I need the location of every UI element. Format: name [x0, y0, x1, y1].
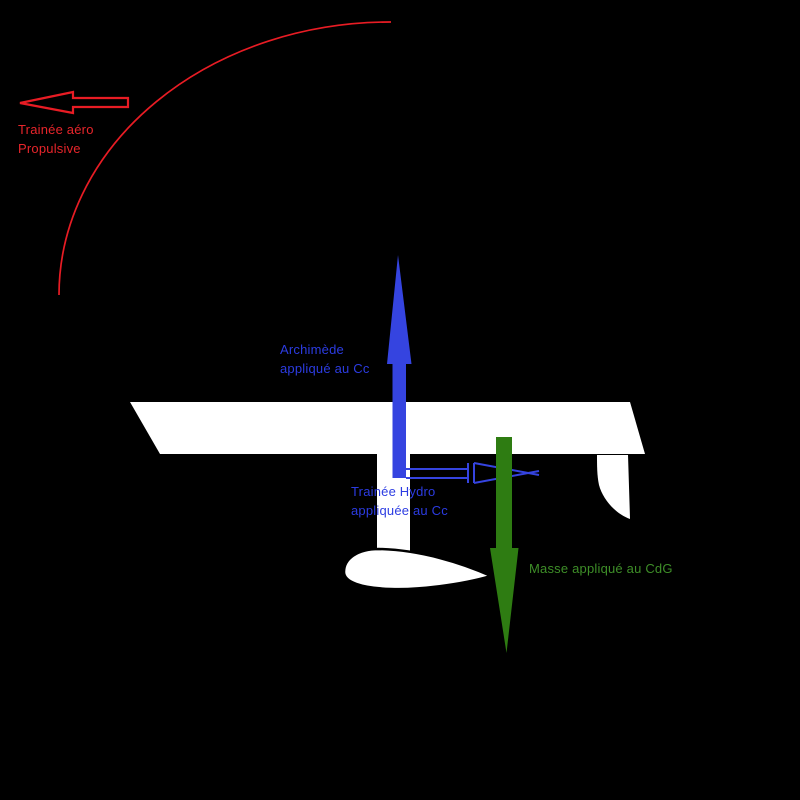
label-trainee-aero-line1: Trainée aéro — [18, 122, 94, 137]
label-archimede-line2: appliqué au Cc — [280, 361, 370, 376]
label-trainee-aero-line2: Propulsive — [18, 141, 81, 156]
foil — [342, 547, 495, 591]
hull — [130, 402, 645, 454]
hydro-drag-arrow-head — [467, 462, 540, 484]
weight-arrow-icon — [490, 437, 519, 653]
label-trainee-hydro-line1: Trainée Hydro — [351, 484, 436, 499]
label-masse: Masse appliqué au CdG — [529, 559, 673, 578]
label-archimede-line1: Archimède — [280, 342, 344, 357]
buoyancy-arrow-icon — [387, 255, 412, 478]
hydro-drag-arrow-icon — [406, 462, 540, 484]
label-trainee-hydro-line2: appliquée au Cc — [351, 503, 448, 518]
rudder — [597, 455, 630, 519]
label-trainee-aero: Trainée aéro Propulsive — [18, 120, 94, 158]
label-masse-line1: Masse appliqué au CdG — [529, 561, 673, 576]
hydro-drag-arrow-shaft — [406, 468, 468, 479]
label-trainee-hydro: Trainée Hydro appliquée au Cc — [351, 482, 448, 520]
label-archimede: Archimède appliqué au Cc — [280, 340, 370, 378]
aero-drag-arc — [58, 21, 392, 296]
aero-drag-arrow-icon — [19, 90, 130, 115]
